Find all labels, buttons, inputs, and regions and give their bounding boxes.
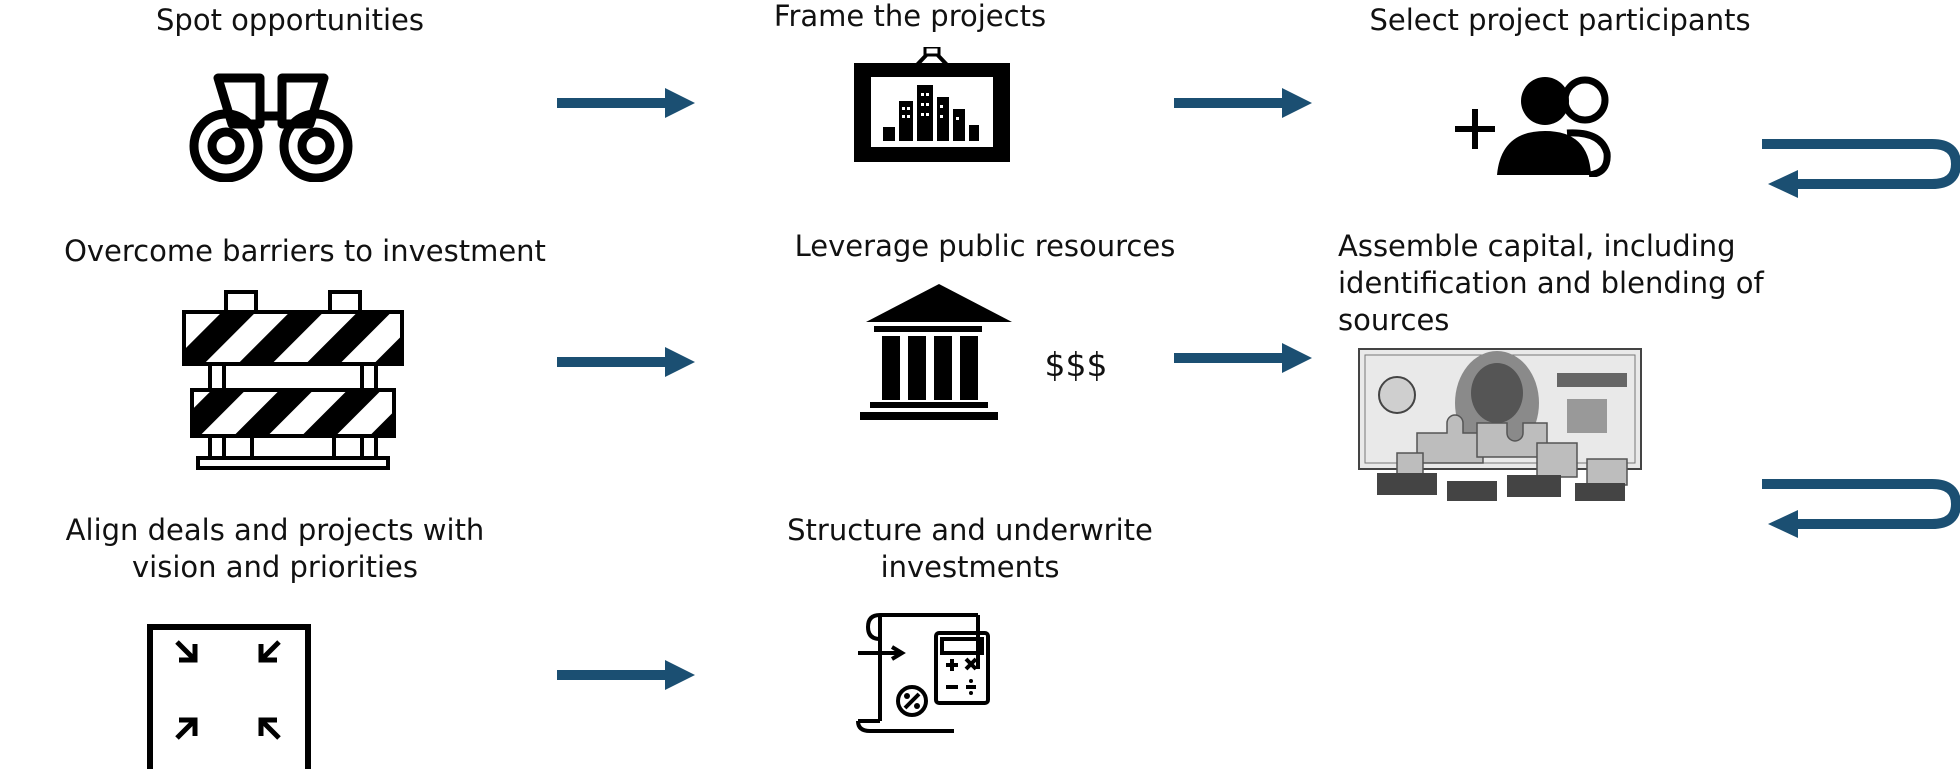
align-arrows-icon — [147, 624, 311, 769]
label-line: Structure and underwrite — [787, 513, 1153, 547]
add-participants-icon — [1455, 76, 1611, 177]
label-line: sources — [1338, 303, 1450, 337]
binoculars-icon — [189, 73, 353, 182]
step-label-select-participants: Select project participants — [1369, 3, 1751, 37]
step-label-frame-projects: Frame the projects — [773, 0, 1047, 33]
framed-city-icon — [854, 47, 1010, 162]
step-label-leverage-resources: Leverage public resources — [794, 229, 1176, 263]
arrow-right-icon — [1174, 343, 1312, 373]
return-arrow-icon — [1762, 139, 1960, 198]
arrow-right-icon — [557, 660, 695, 690]
return-arrow-icon — [1762, 479, 1960, 538]
step-label-spot-opportunities: Spot opportunities — [156, 3, 424, 37]
road-barrier-icon — [182, 290, 404, 470]
arrow-right-icon — [1174, 88, 1312, 118]
label-line: Align deals and projects with — [65, 513, 485, 547]
label-line: vision and priorities — [132, 550, 418, 584]
calculator-document-icon — [856, 613, 990, 733]
step-label-align-deals: Align deals and projects with vision and… — [10, 512, 540, 586]
label-line: identification and blending of — [1338, 266, 1764, 300]
arrow-right-icon — [557, 88, 695, 118]
money-puzzle-image — [1357, 343, 1645, 506]
step-label-overcome-barriers: Overcome barriers to investment — [64, 234, 546, 268]
dollar-sign-text: $$$ — [1044, 345, 1108, 384]
arrow-right-icon — [557, 347, 695, 377]
step-label-assemble-capital: Assemble capital, including identificati… — [1338, 228, 1928, 339]
step-label-structure-underwrite: Structure and underwrite investments — [740, 512, 1200, 586]
government-building-icon — [860, 284, 1012, 420]
label-line: investments — [880, 550, 1060, 584]
label-line: Assemble capital, including — [1338, 229, 1736, 263]
